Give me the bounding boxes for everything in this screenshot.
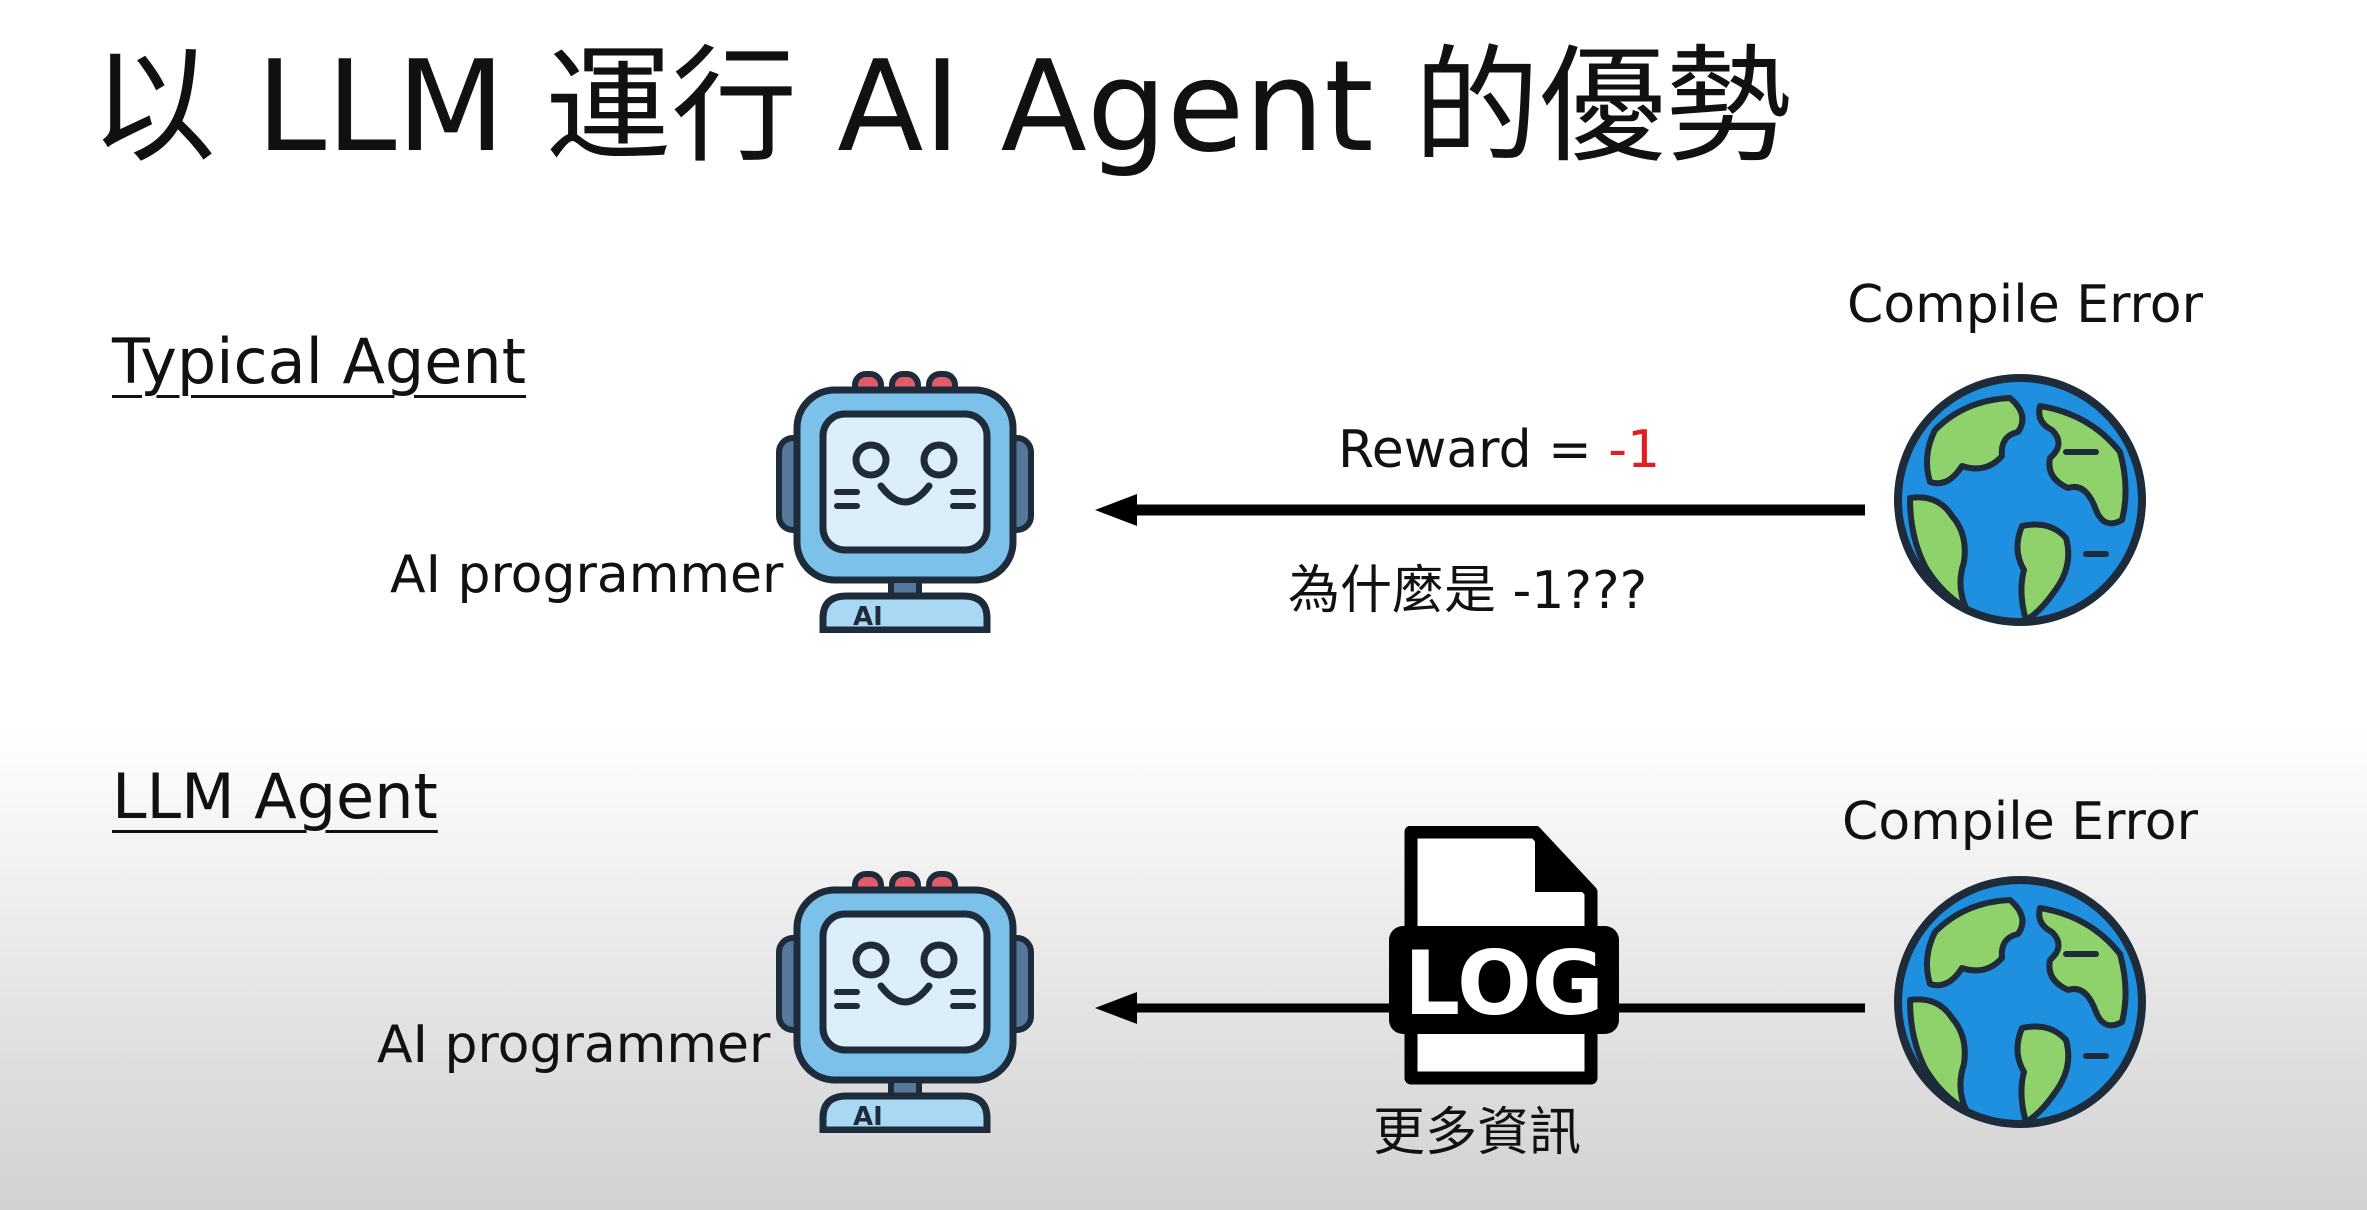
- slide-title: 以 LLM 運行 AI Agent 的優勢: [90, 33, 1792, 180]
- question-text: 為什麼是 -1???: [1288, 561, 1648, 621]
- typical-agent-label: Typical Agent: [112, 325, 527, 398]
- typical-compile-error-label: Compile Error: [1847, 275, 2203, 335]
- reward-value: -1: [1608, 420, 1661, 480]
- robot-badge-text: AI: [853, 602, 883, 632]
- globe-icon: [1894, 876, 2146, 1128]
- llm-agent-label: LLM Agent: [112, 760, 438, 833]
- robot-badge-text: AI: [853, 1102, 883, 1132]
- llm-arrowhead: [1095, 992, 1137, 1024]
- reward-text: Reward = -1: [1338, 420, 1660, 480]
- globe-icon: [1894, 374, 2146, 626]
- robot-icon: AI: [776, 871, 1034, 1133]
- log-icon-text: LOG: [1404, 932, 1604, 1035]
- llm-compile-error-label: Compile Error: [1842, 792, 2198, 852]
- typical-ai-programmer-label: AI programmer: [390, 545, 784, 605]
- more-info-text: 更多資訊: [1373, 1103, 1582, 1163]
- llm-ai-programmer-label: AI programmer: [377, 1015, 771, 1075]
- robot-icon: AI: [776, 371, 1034, 633]
- typical-arrow: [1095, 494, 1865, 526]
- reward-prefix: Reward =: [1338, 420, 1609, 480]
- log-file-icon: LOG: [1389, 826, 1619, 1085]
- typical-arrowhead: [1095, 494, 1137, 526]
